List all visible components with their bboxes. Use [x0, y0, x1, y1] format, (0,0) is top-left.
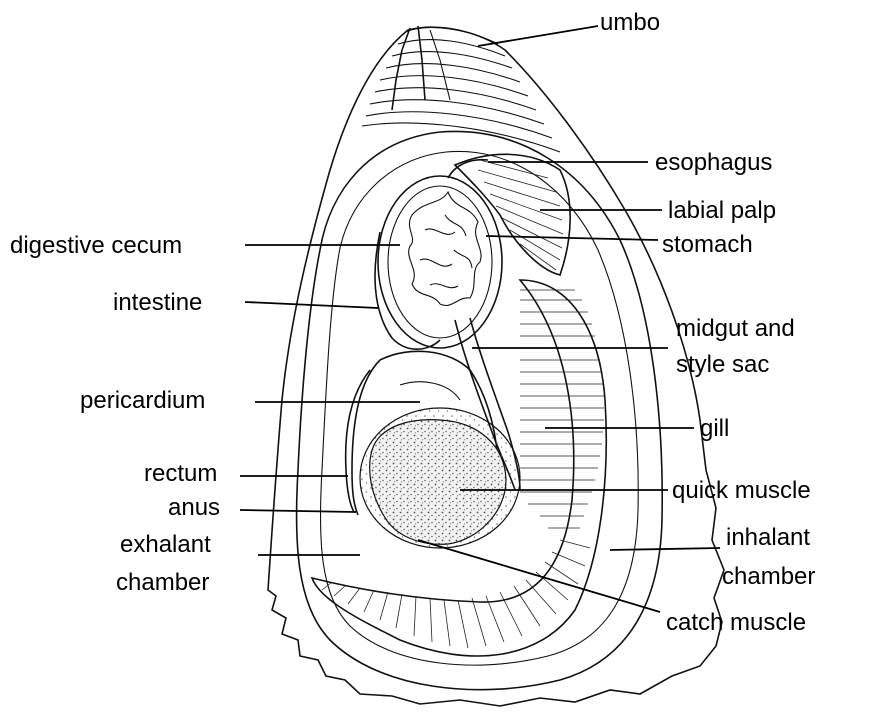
gill-filaments-vertical — [520, 290, 604, 528]
label-inhalant-line2: chamber — [722, 563, 815, 590]
label-quick-muscle: quick muscle — [672, 477, 811, 504]
label-digestive-cecum: digestive cecum — [10, 232, 182, 259]
label-esophagus: esophagus — [655, 149, 772, 176]
leader-anus — [240, 510, 356, 512]
label-catch-muscle: catch muscle — [666, 609, 806, 636]
label-exhalant-line1: exhalant — [120, 531, 211, 558]
label-anus: anus — [168, 494, 220, 521]
label-rectum: rectum — [144, 460, 217, 487]
label-gill: gill — [700, 415, 729, 442]
intestine — [375, 232, 440, 349]
label-pericardium: pericardium — [80, 387, 205, 414]
label-intestine: intestine — [113, 289, 202, 316]
label-labial-palp: labial palp — [668, 197, 776, 224]
leader-inhalant — [610, 548, 720, 550]
label-stomach: stomach — [662, 231, 753, 258]
esophagus — [448, 160, 488, 178]
digestive-gland-inner — [388, 186, 492, 338]
digestive-gland — [378, 176, 502, 348]
labial-palp-hatching — [478, 160, 563, 270]
label-exhalant-line2: chamber — [116, 569, 209, 596]
label-umbo: umbo — [600, 9, 660, 36]
leader-umbo — [478, 26, 598, 46]
gill-filaments-radial — [322, 540, 590, 648]
label-midgut-line1: midgut and — [676, 315, 795, 342]
leader-stomach — [486, 236, 658, 240]
label-inhalant-line1: inhalant — [726, 524, 810, 551]
label-midgut-line2: style sac — [676, 351, 769, 378]
digestive-cecum-folds — [409, 192, 481, 306]
